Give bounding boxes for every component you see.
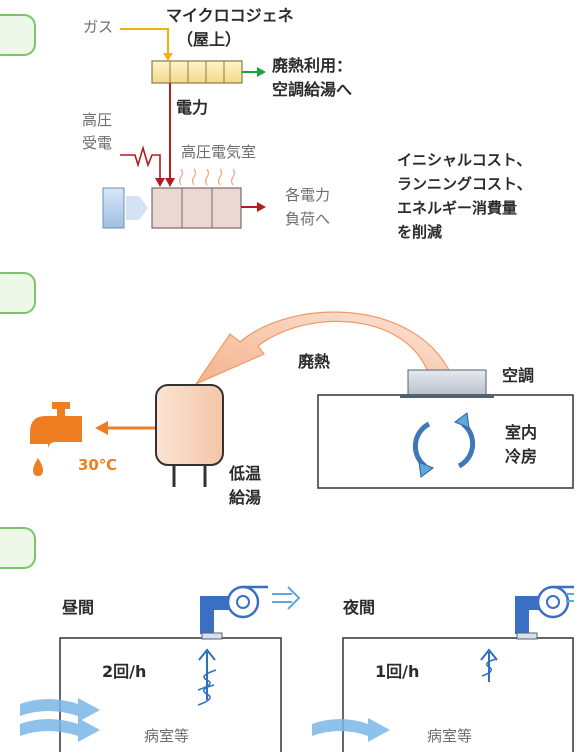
heat-use-line1: 廃熱利用： [272, 56, 353, 75]
waste-heat-arrow [194, 311, 451, 386]
benefit-line-1: イニシャルコスト、 [397, 151, 532, 169]
ac-unit [400, 369, 494, 398]
loads-line1: 各電力 [285, 186, 331, 204]
hot-water-arrow [95, 421, 155, 435]
ac-label: 空調 [502, 366, 535, 385]
hot-water-tank [155, 384, 224, 487]
circulation-arrows [412, 421, 476, 469]
day-updraft-arrow [197, 648, 217, 706]
night-label: 夜間 [343, 598, 376, 617]
gas-line [120, 28, 173, 61]
microcogen-unit [151, 60, 243, 84]
room-cooling-line1: 室内 [505, 423, 538, 442]
night-intake-arrow [312, 718, 390, 742]
benefit-line-3: エネルギー消費量 [397, 199, 518, 217]
section-tab-1 [0, 14, 36, 56]
night-updraft-arrow [480, 648, 498, 682]
heat-use-line2: 空調給湯へ [272, 80, 353, 99]
heat-waves [178, 168, 236, 186]
section-tab-3 [0, 527, 36, 569]
hv-room-unit [102, 187, 242, 229]
room-cooling-line2: 冷房 [505, 447, 538, 466]
night-rate-label: 1回/h [375, 662, 420, 681]
loads-arrow [241, 202, 266, 212]
day-label: 昼間 [62, 598, 95, 617]
hv-receive-line1: 高圧 [82, 111, 113, 129]
waste-heat-label: 廃熱 [298, 352, 331, 371]
night-exhaust-arrow [566, 593, 574, 602]
benefit-line-2: ランニングコスト、 [397, 175, 532, 193]
cogen-label-line1: マイクロコジェネ [166, 6, 294, 25]
day-exhaust-arrow [272, 586, 301, 610]
power-line [165, 83, 175, 187]
day-room-label: 病室等 [144, 727, 190, 745]
hv-room-label: 高圧電気室 [181, 143, 257, 161]
power-label: 電力 [176, 98, 209, 117]
circulation-heads [418, 412, 470, 478]
heat-use-arrow [242, 67, 266, 77]
benefit-line-4: を削減 [397, 223, 443, 241]
night-fan-icon [515, 585, 574, 640]
temperature-label: 30℃ [78, 456, 118, 474]
faucet-icon [30, 402, 82, 476]
gas-label: ガス [83, 18, 114, 36]
hot-water-line2: 給湯 [229, 488, 262, 507]
hv-receive-line2: 受電 [82, 134, 113, 152]
day-room-box [59, 637, 282, 752]
night-room-label: 病室等 [427, 727, 473, 745]
hot-water-line1: 低温 [229, 464, 262, 483]
hv-receive-line [120, 145, 165, 187]
loads-line2: 負荷へ [285, 210, 331, 228]
day-fan-icon [200, 585, 268, 640]
room-box-ac [317, 394, 574, 489]
day-rate-label: 2回/h [102, 662, 147, 681]
day-intake-arrows [20, 698, 100, 742]
section-tab-2 [0, 272, 36, 314]
cogen-label-line2: （屋上） [177, 30, 242, 49]
